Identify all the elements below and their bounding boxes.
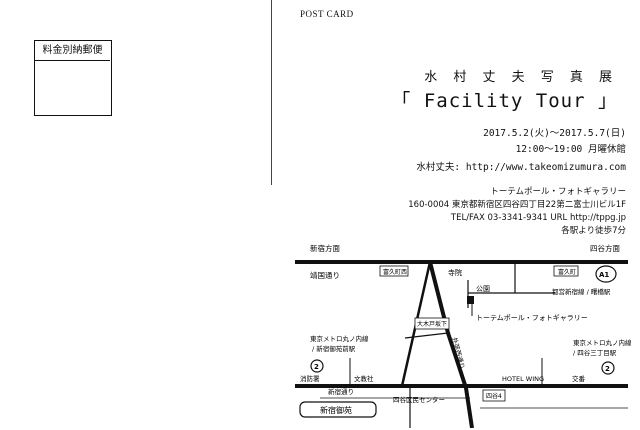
gallery-marker <box>467 296 474 304</box>
exhibition-title: 「 Facility Tour 」 <box>391 90 618 112</box>
yotsuya-direction-label: 四谷方面 <box>590 243 620 253</box>
gyoen-box <box>299 401 377 418</box>
exit-2-right-text: 2 <box>605 365 610 373</box>
metro-left-station: / 新宿御苑前駅 <box>312 344 356 353</box>
exit-2-left-text: 2 <box>314 363 319 371</box>
gallery-address: 160-0004 東京都新宿区四谷四丁目22第二富士川ビル1F <box>408 200 626 210</box>
yasukuni-label: 靖国通り <box>310 270 340 280</box>
park-label: 公園 <box>476 285 490 293</box>
gyoen-label: 新宿御苑 <box>320 405 352 415</box>
exhibition-dates: 2017.5.2(火)〜2017.5.7(日) <box>483 128 626 139</box>
shinjuku-direction-label: 新宿方面 <box>310 243 340 253</box>
okido-label: 大木戸坂下 <box>417 320 447 328</box>
metro-left-line: 東京メトロ丸ノ内線 <box>310 334 369 343</box>
yotsuya4-label: 四谷4 <box>486 392 502 400</box>
postage-stamp-box: 料金別納郵便 <box>34 40 112 116</box>
exit-2-left-badge <box>310 359 324 373</box>
shinjuku-dori-label: 新宿通り <box>328 387 354 396</box>
fire-station-label: 消防署 <box>300 374 320 383</box>
subway-a1-text: A1 <box>599 271 609 279</box>
subway-a1-badge <box>595 265 617 283</box>
gallery-contact: TEL/FAX 03-3341-9341 URL http://tppg.jp <box>450 213 626 223</box>
artist-website: 水村丈夫: http://www.takeomizumura.com <box>416 162 626 173</box>
postcard-header: POST CARD <box>300 9 354 19</box>
divider-line <box>271 0 272 185</box>
gallery-name: トーテムポール・フォトギャラリー <box>490 187 626 197</box>
bunkasha-label: 文教社 <box>354 374 374 383</box>
hotel-label: HOTEL WING <box>502 375 544 383</box>
temple-label: 寺院 <box>448 268 462 277</box>
access-map: 新宿方面 四谷方面 靖国通り 富久町西 寺院 富久町 公園 A1 都営新宿線 /… <box>295 243 632 428</box>
tomihisa-label: 富久町 <box>558 268 576 276</box>
gallery-access: 各駅より徒歩7分 <box>561 226 626 236</box>
koban-label: 交番 <box>572 374 586 383</box>
metro-right-station: / 四谷三丁目駅 <box>573 348 617 357</box>
community-center-label: 四谷区民センター <box>393 395 445 404</box>
stamp-label: 料金別納郵便 <box>35 41 110 61</box>
tomihisa-west-label: 富久町西 <box>383 268 407 276</box>
exit-2-right-badge <box>601 361 615 375</box>
exhibition-subtitle: 水 村 丈 夫 写 真 展 <box>424 70 618 85</box>
exhibition-hours: 12:00〜19:00 月曜休館 <box>515 144 626 155</box>
gallery-map-label: トーテムポール・フォトギャラリー <box>476 314 588 322</box>
metro-right-line: 東京メトロ丸ノ内線 <box>573 338 632 347</box>
akebonobashi-label: 都営新宿線 / 曙橋駅 <box>552 287 611 296</box>
